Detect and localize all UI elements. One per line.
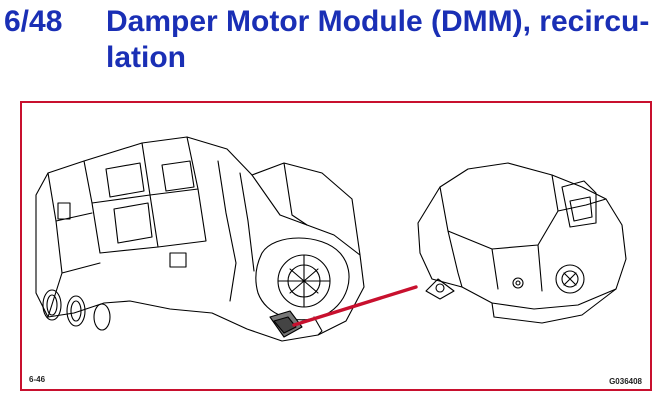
damper-motor-module-detail xyxy=(417,162,627,324)
figure-page-ref: 6-46 xyxy=(29,375,46,384)
figure-image-code: G036408 xyxy=(609,377,642,386)
pointer-line xyxy=(292,285,418,327)
page-header: 6/48 Damper Motor Module (DMM), recircu-… xyxy=(0,0,662,90)
section-number: 6/48 xyxy=(4,5,63,38)
hvac-housing xyxy=(35,136,365,342)
hvac-illustration xyxy=(35,136,627,342)
page-title: Damper Motor Module (DMM), recircu-latio… xyxy=(106,5,650,74)
figure-frame: 6-46 G036408 xyxy=(20,101,652,391)
